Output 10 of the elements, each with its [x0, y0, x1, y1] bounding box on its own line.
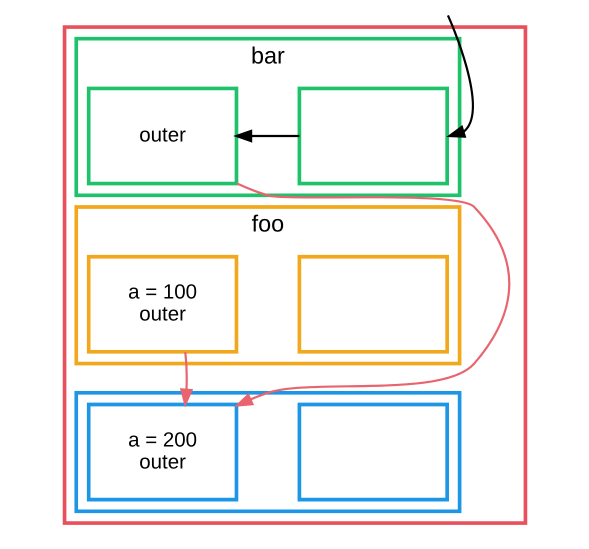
- node-box: a = 200 outer: [86, 402, 238, 502]
- arrow: [234, 182, 510, 407]
- arrow: [232, 129, 299, 143]
- node-box: [297, 254, 448, 354]
- cluster: [62, 25, 527, 525]
- arrow: [446, 14, 474, 138]
- node-box: [297, 86, 448, 186]
- node-box: outer: [86, 86, 238, 186]
- node-box: [297, 402, 448, 502]
- node-box: a = 100 outer: [86, 254, 238, 354]
